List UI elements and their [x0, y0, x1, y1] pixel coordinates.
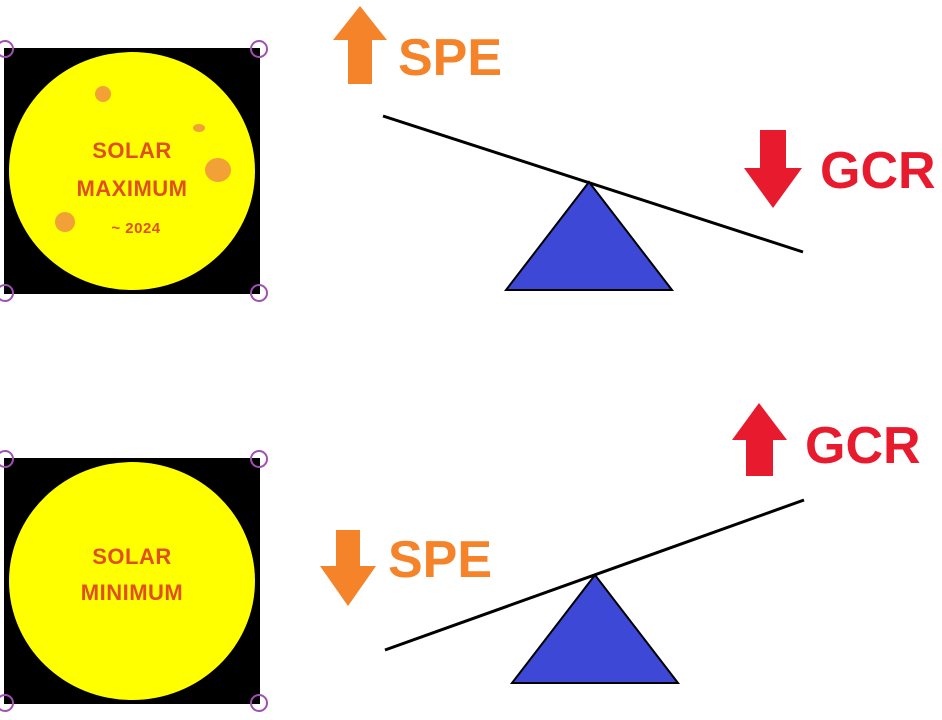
sun-label-year: ~ 2024 — [111, 220, 161, 237]
bottom-spe-down-arrow — [320, 530, 376, 606]
panel-corner-mark — [0, 284, 14, 302]
panel-corner-mark — [250, 284, 268, 302]
panel-corner-mark — [0, 40, 14, 58]
panel-corner-mark — [250, 694, 268, 712]
panel-corner-mark — [250, 450, 268, 468]
panel-corner-mark — [0, 450, 14, 468]
top-gcr-label: GCR — [820, 142, 936, 200]
sunspot — [205, 158, 231, 182]
bottom-gcr-label: GCR — [805, 417, 921, 475]
bottom-gcr-up-arrow — [732, 403, 787, 476]
sun-label-line1: SOLAR — [92, 138, 172, 163]
solar-minimum-panel: SOLAR MINIMUM — [0, 450, 268, 712]
sun-label-line2: MINIMUM — [80, 580, 184, 605]
top-spe-label: SPE — [398, 29, 503, 87]
sun-label-line1: SOLAR — [92, 544, 172, 569]
panel-corner-mark — [250, 40, 268, 58]
sun-disk: SOLAR MAXIMUM ~ 2024 — [9, 52, 255, 290]
sunspot — [55, 212, 75, 232]
top-spe-up-arrow — [333, 6, 387, 84]
solar-maximum-panel: SOLAR MAXIMUM ~ 2024 — [0, 40, 268, 302]
sunspot — [95, 86, 111, 102]
bottom-spe-label: SPE — [388, 531, 493, 589]
top-seesaw-beam — [382, 114, 804, 254]
top-gcr-down-arrow — [744, 130, 802, 208]
sunspot — [193, 124, 205, 132]
bottom-fulcrum-triangle — [509, 573, 681, 684]
top-fulcrum-triangle — [503, 180, 675, 291]
sun-label-line2: MAXIMUM — [76, 176, 188, 201]
panel-corner-mark — [0, 694, 14, 712]
sun-disk: SOLAR MINIMUM — [9, 462, 255, 700]
